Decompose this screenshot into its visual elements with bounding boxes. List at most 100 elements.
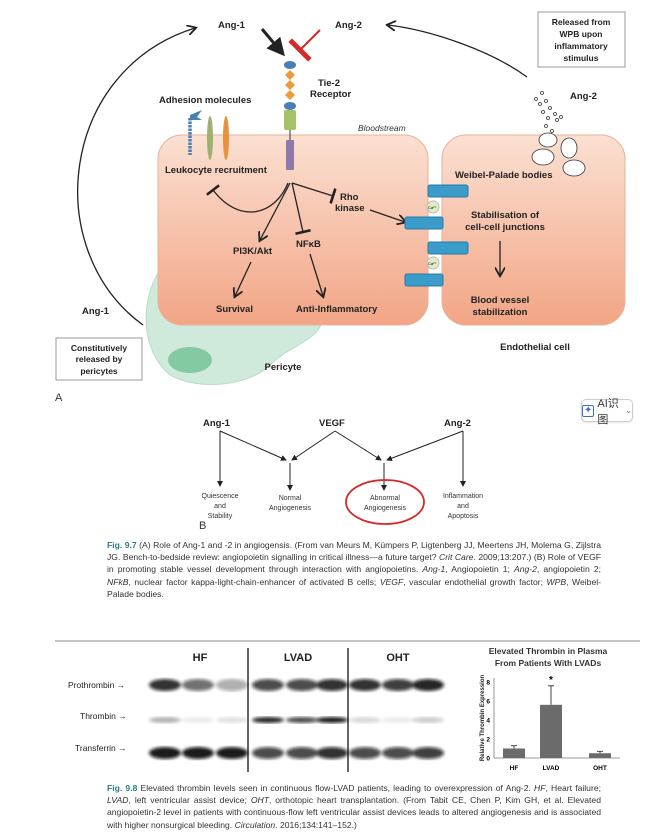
caption-text: , orthotopic heart transplantation. (Fro… bbox=[107, 795, 601, 830]
stabilisation-label: cell-cell junctions bbox=[465, 222, 545, 233]
stabilisation-label: Stabilisation of bbox=[471, 210, 540, 221]
blot-band bbox=[382, 747, 414, 759]
thrombin-bar-chart: Elevated Thrombin in Plasma From Patient… bbox=[480, 646, 620, 772]
calcium-icon bbox=[426, 256, 440, 270]
caption-abbrev: HF bbox=[534, 783, 546, 793]
ang1-label: Ang-1 bbox=[203, 418, 231, 429]
blot-band bbox=[316, 679, 348, 691]
blot-band bbox=[149, 679, 181, 691]
quiescence-label: Stability bbox=[208, 513, 233, 520]
ang2-curve-arrow bbox=[388, 25, 528, 78]
blot-band bbox=[349, 679, 381, 691]
blot-band bbox=[382, 679, 414, 691]
blot-band bbox=[149, 717, 181, 723]
caption-abbrev: NFkB bbox=[107, 576, 129, 587]
figure-9-8-caption: Fig. 9.8 Elevated thrombin levels seen i… bbox=[107, 782, 601, 831]
blot-band bbox=[149, 747, 181, 759]
tie2-receptor-icon bbox=[284, 61, 296, 170]
y-tick-label: 2 bbox=[486, 737, 490, 744]
caption-text: , Heart failure; bbox=[545, 783, 601, 793]
calcium-label: Ca²⁺ bbox=[428, 261, 437, 266]
ang1-pericyte-label: Ang-1 bbox=[82, 306, 110, 317]
blot-band bbox=[382, 717, 414, 723]
figure-9-7-caption: Fig. 9.7 (A) Role of Ang-1 and -2 in ang… bbox=[107, 539, 601, 600]
vessel-stabilization-label: Blood vessel bbox=[471, 295, 530, 306]
y-axis-label: Relative Thrombin Expression bbox=[480, 674, 486, 761]
junction-proteins-icon bbox=[404, 184, 469, 287]
caption-text: , left ventricular assist device; bbox=[128, 795, 251, 806]
caption-text: , Angiopoietin 1; bbox=[445, 564, 514, 575]
bar-lvad bbox=[540, 704, 562, 758]
blot-row-transferrin: Transferrin → bbox=[75, 743, 127, 753]
caption-text: , nuclear factor kappa-light-chain-enhan… bbox=[128, 576, 380, 587]
nfkb-label: NFκB bbox=[296, 239, 321, 250]
blot-band bbox=[216, 679, 248, 691]
blot-band bbox=[252, 747, 284, 759]
abnormal-highlight-circle bbox=[345, 479, 425, 525]
caption-text: Elevated thrombin levels seen in continu… bbox=[137, 783, 535, 793]
right-endothelial-cell bbox=[441, 134, 626, 326]
ai-image-recognition-button[interactable]: ✦ AI识图 ⌄ bbox=[581, 398, 633, 426]
blot-band bbox=[316, 747, 348, 759]
left-endothelial-cell bbox=[157, 134, 429, 326]
wpb-box-line: Released from bbox=[552, 17, 611, 27]
y-tick-label: 4 bbox=[486, 718, 490, 725]
chevron-down-icon: ⌄ bbox=[625, 406, 632, 415]
normal-angiogenesis-label: Normal bbox=[279, 495, 302, 502]
blot-band bbox=[182, 747, 214, 759]
caption-journal: Crit Care bbox=[438, 552, 474, 563]
rho-kinase-label: Rho bbox=[340, 192, 359, 203]
blot-band bbox=[412, 747, 444, 759]
weibel-palade-label: Weibel-Palade bodies bbox=[455, 170, 553, 181]
blot-band bbox=[412, 679, 444, 691]
x-tick-label: HF bbox=[510, 765, 519, 772]
blot-row-thrombin: Thrombin → bbox=[80, 711, 127, 721]
ang1-activation-arrow bbox=[260, 28, 285, 57]
bar-hf bbox=[503, 748, 525, 758]
caption-abbrev: Ang-2 bbox=[513, 564, 537, 575]
tie2-label: Receptor bbox=[310, 89, 351, 100]
blot-row-prothrombin: Prothrombin → bbox=[68, 680, 125, 690]
caption-text: . 2009;13:207.) (B) Role of VEGF in prom… bbox=[107, 552, 601, 575]
caption-text: , Weibel-Palade bodies. bbox=[107, 576, 602, 599]
significance-label: * bbox=[549, 675, 553, 686]
pericyte-box-line: pericytes bbox=[80, 366, 118, 376]
caption-abbrev: VEGF bbox=[379, 576, 404, 587]
quiescence-label: Quiescence bbox=[202, 493, 239, 500]
blot-band bbox=[182, 717, 214, 723]
blot-band bbox=[216, 747, 248, 759]
caption-abbrev: LVAD bbox=[107, 795, 129, 806]
inflammation-label: Inflammation bbox=[443, 493, 483, 500]
chart-title: Elevated Thrombin in Plasma bbox=[489, 646, 608, 656]
endothelial-cell-label: Endothelial cell bbox=[500, 342, 570, 353]
blot-group-oht: OHT bbox=[386, 652, 410, 664]
ang2-inhibition bbox=[288, 29, 321, 62]
abnormal-angiogenesis-label: Angiogenesis bbox=[364, 505, 407, 512]
y-tick-label: 8 bbox=[486, 680, 490, 687]
caption-text: , angiopoietin 2; bbox=[536, 564, 601, 575]
adhesion-molecules-icon bbox=[188, 110, 229, 160]
caption-abbrev: Ang-1 bbox=[422, 564, 446, 575]
caption-abbrev: OHT bbox=[250, 795, 269, 806]
chart-title: From Patients With LVADs bbox=[495, 658, 602, 668]
inflammation-label: Apoptosis bbox=[448, 513, 479, 520]
ai-button-label: AI识图 bbox=[597, 397, 619, 426]
y-tick-label: 6 bbox=[486, 699, 490, 706]
western-blot: HF LVAD OHT Prothrombin → Thrombin → Tra… bbox=[68, 648, 444, 772]
panel-a-label: A bbox=[55, 392, 63, 404]
pericyte-nucleus bbox=[168, 347, 212, 373]
wpb-box-line: stimulus bbox=[564, 53, 599, 63]
quiescence-label: and bbox=[214, 503, 226, 510]
panel-b-label: B bbox=[199, 520, 206, 532]
blot-group-hf: HF bbox=[193, 652, 208, 664]
blot-band bbox=[349, 747, 381, 759]
calcium-icon bbox=[426, 200, 440, 214]
vessel-stabilization-label: stabilization bbox=[473, 307, 528, 318]
blot-band bbox=[252, 717, 284, 723]
ang1-curve-arrow bbox=[77, 28, 195, 326]
anti-inflammatory-label: Anti-Inflammatory bbox=[296, 304, 378, 315]
pi3k-akt-label: PI3K/Akt bbox=[233, 246, 273, 257]
figure-b: Ang-1 VEGF Ang-2 Quiescence and Stabilit… bbox=[199, 418, 483, 532]
caption-text: (A) Role of Ang-1 and -2 in angiogensis.… bbox=[107, 540, 601, 563]
